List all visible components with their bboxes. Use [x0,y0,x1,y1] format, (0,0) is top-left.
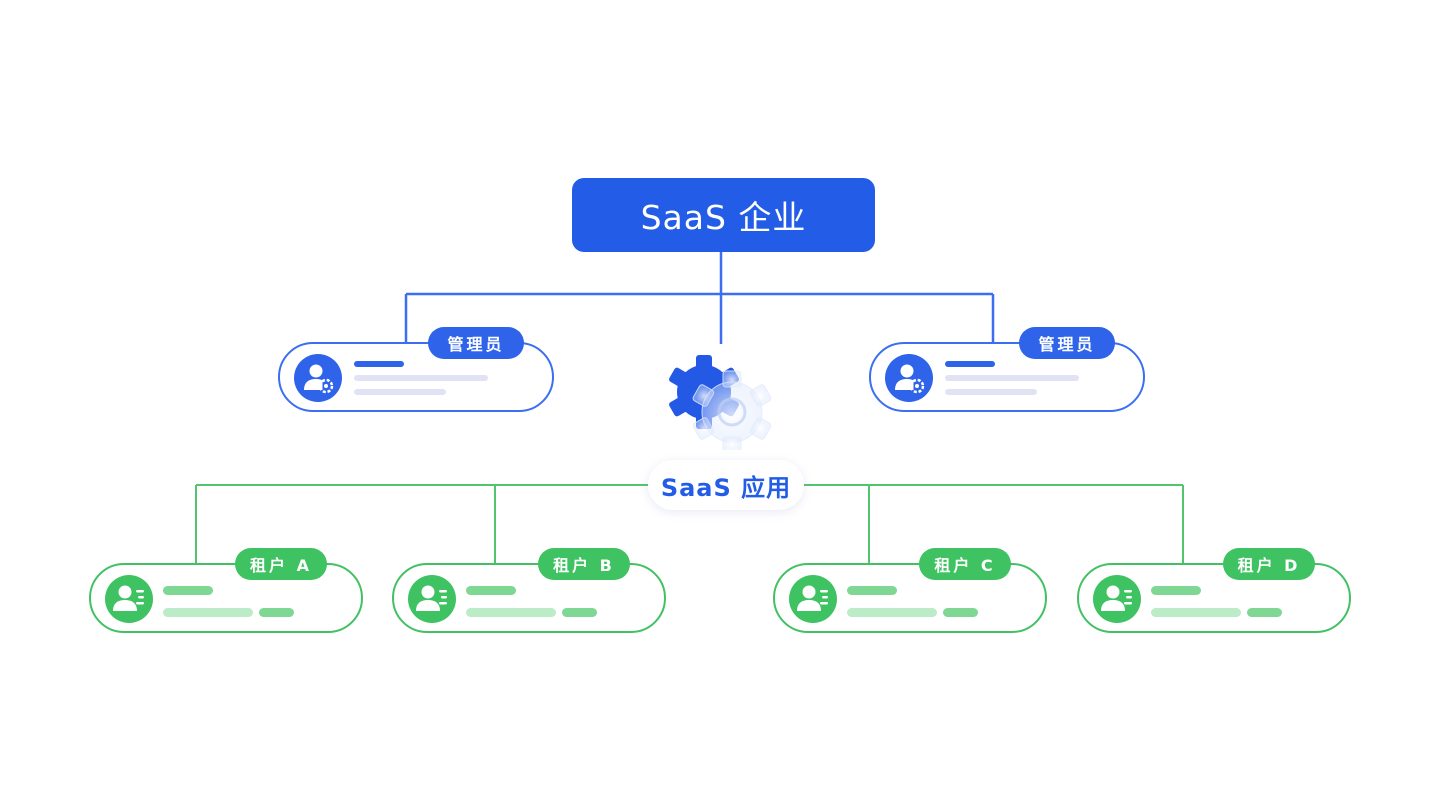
tenant-tag: 租户 D [1223,548,1315,580]
tenant-connector [195,484,1184,563]
admin-user-icon [885,354,933,402]
card-text-line [163,608,253,617]
admin-card: 管理员 [869,327,1145,412]
admin-connector [404,252,995,344]
card-text-line [1151,608,1241,617]
tenant-tag: 租户 C [919,548,1011,580]
tenant-tag: 租户 B [538,548,630,580]
tenant-card-a: 租户 A [89,548,363,633]
tenant-card-b: 租户 B [392,548,666,633]
gear-icon [669,355,772,450]
card-text-line [466,586,516,595]
admin-tag: 管理员 [428,327,524,359]
card-text-line [1151,586,1201,595]
admin-card: 管理员 [278,327,554,412]
saas-app-text: SaaS 应用 [660,473,792,502]
card-text-line [847,608,937,617]
card-text-line [945,389,1037,395]
tenant-user-icon [408,575,456,623]
card-text-line [1247,608,1282,617]
tenant-card-d: 租户 D [1077,548,1351,633]
card-text-line [354,375,488,381]
card-text-line [163,586,213,595]
card-text-line [945,361,995,367]
card-text-line [466,608,556,617]
tenant-card-c: 租户 C [773,548,1047,633]
tenant-user-icon [105,575,153,623]
card-text-line [847,586,897,595]
admin-tag: 管理员 [1019,327,1115,359]
saas-enterprise-label: SaaS 企业 [640,198,807,237]
saas-app-label: SaaS 应用 [648,460,804,510]
admin-user-icon [294,354,342,402]
saas-enterprise-box: SaaS 企业 [572,178,875,252]
tenant-user-icon [1093,575,1141,623]
tenant-user-icon [789,575,837,623]
card-text-line [945,375,1079,381]
card-text-line [562,608,597,617]
card-text-line [943,608,978,617]
card-text-line [354,361,404,367]
card-text-line [354,389,446,395]
tenant-tag: 租户 A [235,548,327,580]
card-text-line [259,608,294,617]
